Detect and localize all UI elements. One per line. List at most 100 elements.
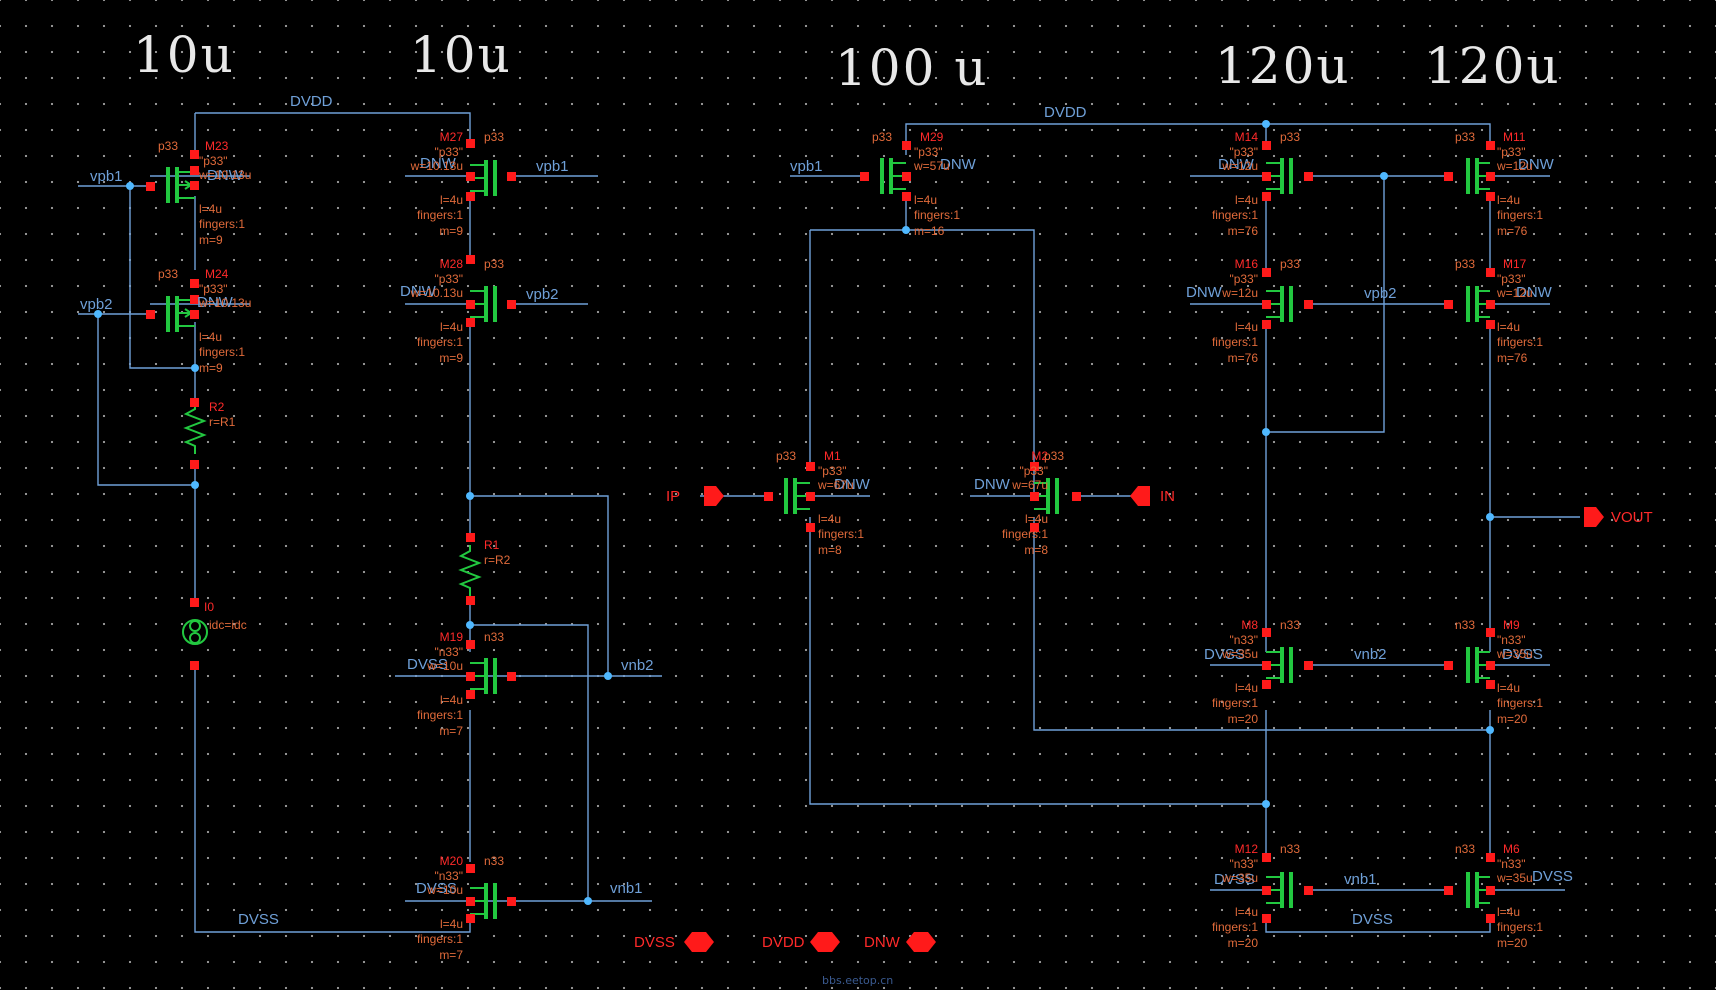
m27-type: p33 — [484, 130, 504, 144]
m20-name: M20 — [440, 854, 464, 868]
m11-type: p33 — [1455, 130, 1475, 144]
m19-length: l=4u — [440, 693, 463, 707]
m28-name: M28 — [440, 257, 464, 271]
net-label-dnw-m2: DNW — [974, 476, 1011, 493]
io-pin-vout[interactable]: VOUT — [1584, 507, 1653, 527]
m8-type: n33 — [1280, 618, 1300, 632]
m27-fingers: fingers:1 — [417, 208, 463, 222]
net-labels: DVDD DVDD vpb1 vpb2 vpb1 vpb2 vnb2 vnb1 … — [80, 93, 1573, 928]
m9-multiplier: m=20 — [1497, 712, 1528, 726]
m29-length: l=4u — [914, 193, 937, 207]
net-label-dvss-m20: DVSS — [416, 880, 457, 897]
wires — [78, 112, 1580, 933]
m24-name: M24 — [205, 267, 229, 281]
m6-length: l=4u — [1497, 905, 1520, 919]
io-pin-dnw[interactable]: DNW — [864, 932, 936, 952]
m16-type: p33 — [1280, 257, 1300, 271]
m8-length: l=4u — [1235, 681, 1258, 695]
m29-fingers: fingers:1 — [914, 208, 960, 222]
m6-multiplier: m=20 — [1497, 936, 1528, 950]
m23-type: p33 — [158, 139, 178, 153]
net-label-dvss-m19: DVSS — [407, 656, 448, 673]
m16-width: w=12u — [1221, 286, 1258, 300]
m1-type: p33 — [776, 449, 796, 463]
annotation-10u-2: 10u — [410, 26, 512, 84]
m19-fingers: fingers:1 — [417, 708, 463, 722]
m27-length: l=4u — [440, 193, 463, 207]
net-label-dvss-m8: DVSS — [1204, 646, 1245, 663]
m12-name: M12 — [1235, 842, 1259, 856]
io-pin-ip-label: IP — [666, 488, 680, 505]
m27-multiplier: m=9 — [439, 224, 463, 238]
m1-model: "p33" — [818, 464, 847, 478]
m8-multiplier: m=20 — [1228, 712, 1259, 726]
m14-name: M14 — [1235, 130, 1259, 144]
m2-name: M2 — [1031, 449, 1048, 463]
m28-multiplier: m=9 — [439, 351, 463, 365]
net-label-vpb1-m29: vpb1 — [790, 158, 823, 175]
m29-width: w=57u — [913, 159, 950, 173]
m9-name: M9 — [1503, 618, 1520, 632]
current-source-i0[interactable] — [182, 619, 208, 645]
net-label-vnb2-right: vnb2 — [1354, 646, 1387, 663]
resistor-r2[interactable] — [183, 403, 207, 454]
i0-name: I0 — [204, 600, 214, 614]
io-pin-dvdd[interactable]: DVDD — [762, 932, 840, 952]
net-label-dnw-m1: DNW — [834, 476, 871, 493]
m17-name: M17 — [1503, 257, 1527, 271]
m12-type: n33 — [1280, 842, 1300, 856]
m9-model: "n33" — [1497, 633, 1526, 647]
m11-fingers: fingers:1 — [1497, 208, 1543, 222]
net-label-dvss-left: DVSS — [238, 911, 279, 928]
m19-name: M19 — [440, 630, 464, 644]
m6-width: w=35u — [1496, 871, 1533, 885]
m17-width: w=12u — [1496, 286, 1533, 300]
net-label-dvss-m12: DVSS — [1214, 871, 1255, 888]
m24-width: w=10.13u — [198, 296, 251, 310]
net-label-vnb2-left: vnb2 — [621, 657, 654, 674]
m28-type: p33 — [484, 257, 504, 271]
m28-width: w=10.13u — [410, 286, 463, 300]
terminal-markers — [146, 139, 1495, 923]
m1-fingers: fingers:1 — [818, 527, 864, 541]
io-pin-in[interactable]: IN — [1130, 486, 1175, 506]
net-label-dvdd-right: DVDD — [1044, 104, 1087, 121]
m2-type: p33 — [1044, 449, 1064, 463]
m9-fingers: fingers:1 — [1497, 696, 1543, 710]
m9-type: n33 — [1455, 618, 1475, 632]
resistor-r1[interactable] — [458, 545, 482, 596]
io-pin-dvdd-label: DVDD — [762, 934, 805, 951]
net-label-vpb1-m27: vpb1 — [536, 158, 569, 175]
m17-length: l=4u — [1497, 320, 1520, 334]
m14-fingers: fingers:1 — [1212, 208, 1258, 222]
m17-model: "p33" — [1497, 272, 1526, 286]
r2-name: R2 — [209, 400, 225, 414]
m28-fingers: fingers:1 — [417, 335, 463, 349]
net-label-dvss-m6: DVSS — [1532, 868, 1573, 885]
r1-name: R1 — [484, 538, 500, 552]
net-label-dvss-m9: DVSS — [1502, 646, 1543, 663]
io-pin-dvss[interactable]: DVSS — [634, 932, 714, 952]
net-label-vnb1-left: vnb1 — [610, 880, 643, 897]
m20-model: "n33" — [434, 869, 463, 883]
m8-width: w=35u — [1221, 647, 1258, 661]
device-parameter-labels: M23"p33"w=10.13ul=4ufingers:1m=9p33M24"p… — [158, 130, 1543, 962]
m14-model: "p33" — [1229, 145, 1258, 159]
net-label-vpb1-m23: vpb1 — [90, 168, 123, 185]
m1-length: l=4u — [818, 512, 841, 526]
m12-fingers: fingers:1 — [1212, 920, 1258, 934]
net-label-dnw-m16: DNW — [1186, 284, 1223, 301]
net-label-vpb2-m24: vpb2 — [80, 296, 113, 313]
m23-multiplier: m=9 — [199, 233, 223, 247]
m6-name: M6 — [1503, 842, 1520, 856]
m11-model: "p33" — [1497, 145, 1526, 159]
io-pin-ip[interactable]: IP — [666, 486, 724, 506]
m20-length: l=4u — [440, 917, 463, 931]
transistor-m29[interactable] — [880, 158, 906, 194]
m23-width: w=10.13u — [198, 168, 251, 182]
m12-width: w=35u — [1221, 871, 1258, 885]
m8-fingers: fingers:1 — [1212, 696, 1258, 710]
m1-multiplier: m=8 — [818, 543, 842, 557]
m24-length: l=4u — [199, 330, 222, 344]
